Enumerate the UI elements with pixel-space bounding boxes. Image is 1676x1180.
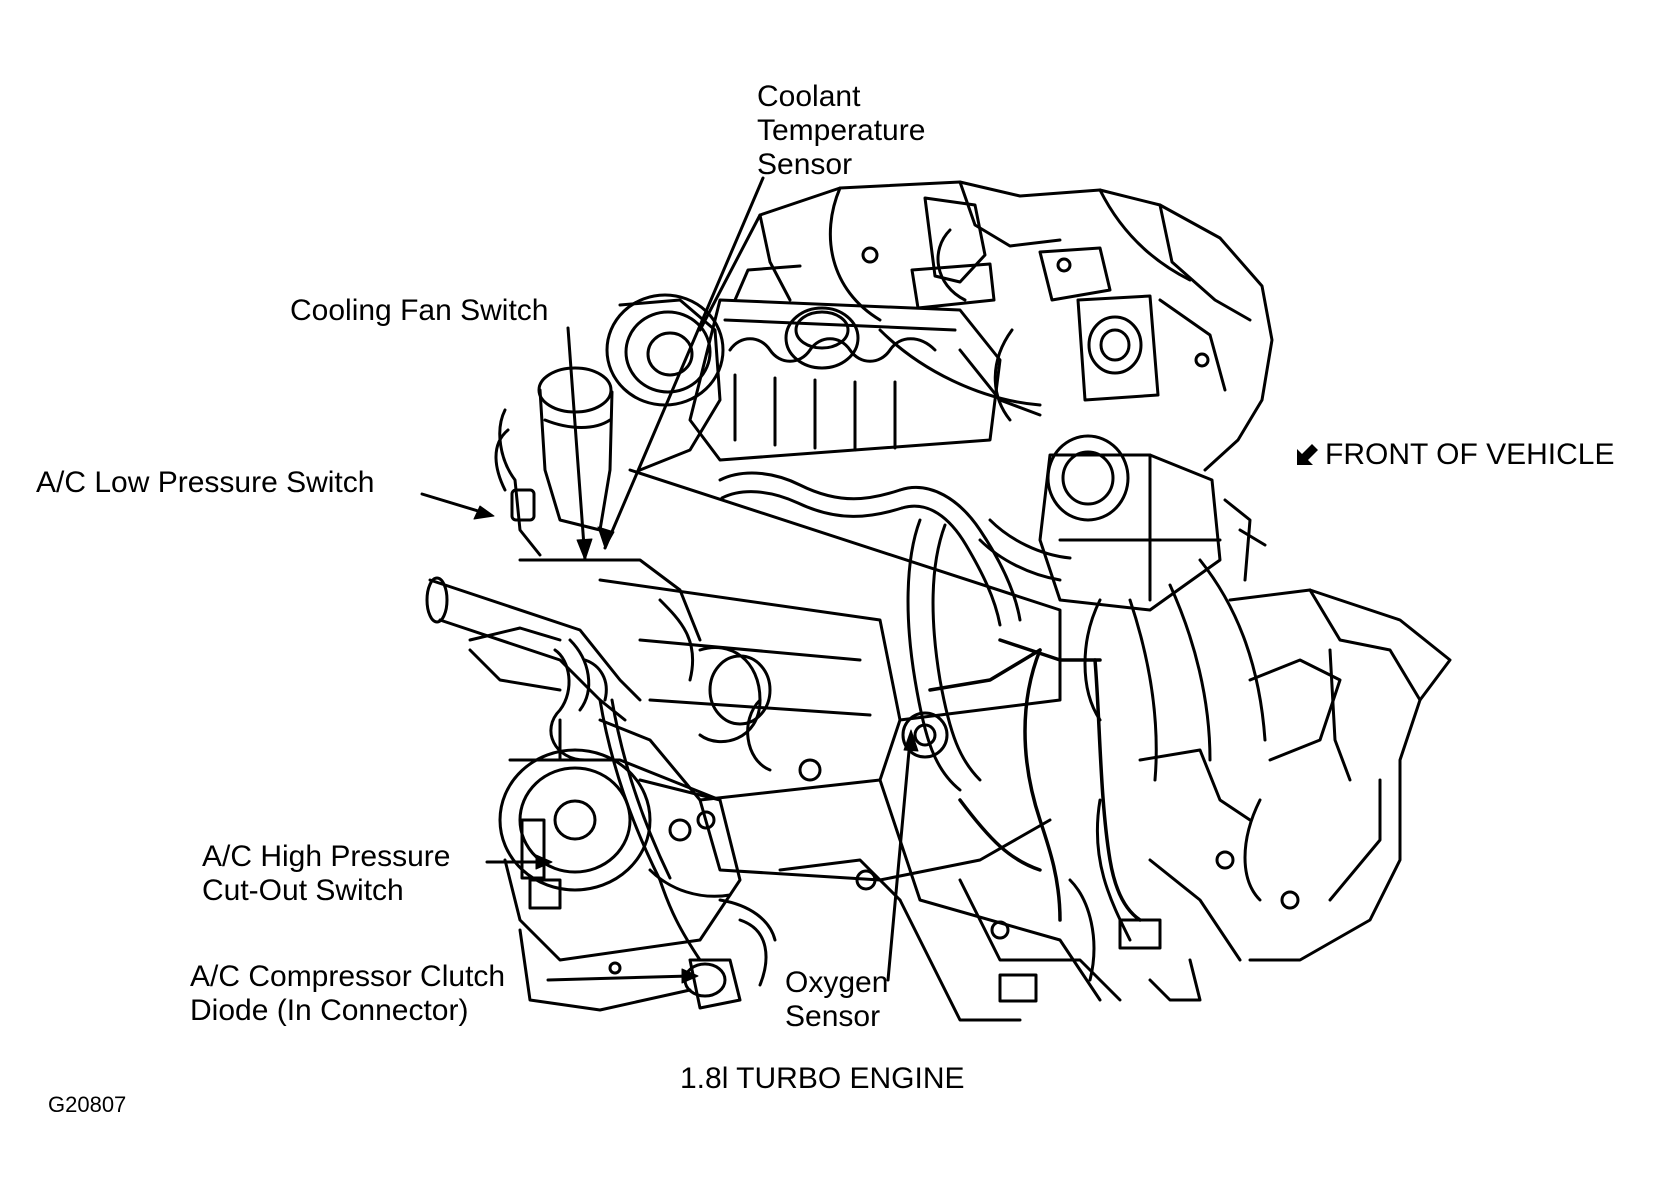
cooling-fan-switch-label: Cooling Fan Switch <box>290 294 548 328</box>
ac-compressor-clutch-diode-label: A/C Compressor Clutch Diode (In Connecto… <box>190 960 505 1028</box>
pulley-assembly-drawing <box>494 293 725 557</box>
wiring-harness-drawing <box>928 638 1142 922</box>
cooling-fan-label-line-1: Cooling Fan Switch <box>290 294 549 327</box>
oxygen-label-line-1: Oxygen <box>785 966 889 999</box>
ac-high-pressure-cutout-switch-label: A/C High Pressure Cut-Out Switch <box>202 840 450 908</box>
ac-high-pressure-label-line-1: A/C High Pressure <box>202 840 451 873</box>
coolant-temperature-sensor-label: Coolant Temperature Sensor <box>757 80 925 182</box>
oxygen-label-line-2: Sensor <box>785 1000 881 1033</box>
ac-diode-label-line-2: Diode (In Connector) <box>190 994 469 1027</box>
oxygen-sensor-label: Oxygen Sensor <box>785 966 888 1034</box>
callout-leader-lines <box>420 176 912 982</box>
coolant-label-line-3: Sensor <box>757 148 853 181</box>
ac-low-pressure-switch-label: A/C Low Pressure Switch <box>36 466 374 500</box>
front-of-vehicle-indicator: FRONT OF VEHICLE <box>1295 438 1614 472</box>
diagram-caption: 1.8l TURBO ENGINE <box>680 1062 965 1095</box>
coolant-label-line-2: Temperature <box>757 114 926 147</box>
transaxle-drawing <box>998 588 1452 1003</box>
intake-manifold-drawing <box>698 180 1274 472</box>
hoses-drawing <box>718 471 1072 792</box>
coolant-label-line-1: Coolant <box>757 80 861 113</box>
ac-diode-label-line-1: A/C Compressor Clutch <box>190 960 506 993</box>
front-of-vehicle-text: FRONT OF VEHICLE <box>1325 438 1615 471</box>
distributor-drawing <box>1038 434 1267 782</box>
figure-id: G20807 <box>48 1092 127 1117</box>
ac-compressor-drawing <box>498 698 902 1012</box>
ac-high-pressure-label-line-2: Cut-Out Switch <box>202 874 404 907</box>
arrow-down-left-icon <box>1297 444 1318 465</box>
ac-low-pressure-label-line-1: A/C Low Pressure Switch <box>36 466 375 499</box>
valve-cover-drawing <box>688 264 1042 462</box>
callout-arrowheads <box>473 505 919 984</box>
radiator-hose-drawing <box>425 558 772 762</box>
